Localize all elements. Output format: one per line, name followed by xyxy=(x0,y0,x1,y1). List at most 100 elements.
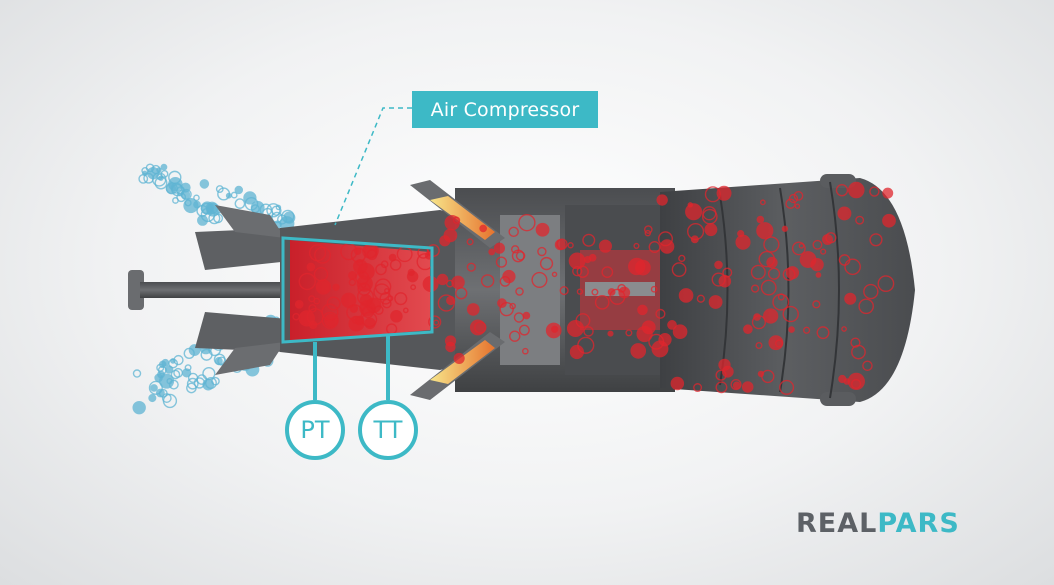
particle xyxy=(535,222,550,237)
particle xyxy=(469,319,486,336)
particle xyxy=(702,206,717,221)
particle xyxy=(292,312,300,321)
particle xyxy=(407,268,415,277)
particle xyxy=(298,272,316,291)
particle xyxy=(193,194,200,202)
particle xyxy=(326,296,341,311)
particle xyxy=(774,339,784,348)
particle xyxy=(750,264,766,280)
particle xyxy=(480,274,495,288)
particle xyxy=(313,297,321,305)
particle xyxy=(362,305,375,318)
particle xyxy=(757,370,765,378)
turbine-housing xyxy=(455,188,675,392)
particle xyxy=(160,163,168,171)
particle xyxy=(184,199,192,207)
particle xyxy=(488,248,496,256)
particle xyxy=(445,341,456,353)
particle xyxy=(443,228,458,243)
particle xyxy=(515,251,526,261)
particle xyxy=(644,229,652,237)
particle xyxy=(132,400,146,415)
particle xyxy=(851,378,862,390)
particle xyxy=(410,284,417,291)
particle xyxy=(354,315,365,326)
particle xyxy=(567,242,574,249)
particle xyxy=(737,230,745,238)
particle xyxy=(594,294,610,310)
particle xyxy=(275,204,282,211)
callout-leader-line xyxy=(334,107,412,226)
particle xyxy=(366,249,378,261)
particle xyxy=(820,248,827,255)
particle xyxy=(670,376,685,391)
particle xyxy=(402,307,409,314)
particle xyxy=(164,365,174,374)
particle xyxy=(158,388,168,398)
particle xyxy=(714,260,723,270)
particle xyxy=(499,275,511,287)
particle xyxy=(332,283,340,291)
particle xyxy=(388,253,397,262)
particle xyxy=(356,275,373,292)
particle xyxy=(656,194,668,206)
particle xyxy=(750,284,760,293)
particle xyxy=(243,191,257,205)
particle xyxy=(380,260,389,269)
pt-sensor-label: PT xyxy=(300,416,330,444)
particle xyxy=(777,293,785,301)
particle xyxy=(315,279,332,295)
particle xyxy=(882,187,894,199)
particle xyxy=(869,186,880,197)
particle xyxy=(732,381,741,390)
particle xyxy=(755,341,763,349)
particle xyxy=(816,326,830,340)
particle xyxy=(515,287,524,296)
particle xyxy=(452,216,461,224)
particle xyxy=(522,347,529,355)
particle xyxy=(743,324,753,335)
particle xyxy=(628,257,646,276)
particle xyxy=(510,245,520,254)
particle xyxy=(858,298,874,315)
particle xyxy=(321,303,339,321)
particle xyxy=(715,369,727,381)
particle xyxy=(321,311,339,329)
particle xyxy=(308,304,317,313)
particle xyxy=(453,352,465,364)
particle xyxy=(641,320,656,335)
particle xyxy=(572,265,583,277)
particle xyxy=(531,271,548,288)
particle xyxy=(637,304,648,316)
particle xyxy=(756,215,765,224)
particle xyxy=(793,190,804,201)
particle xyxy=(170,369,181,380)
particle xyxy=(799,251,817,268)
particle xyxy=(173,354,184,366)
particle xyxy=(869,233,883,247)
particle xyxy=(569,344,584,360)
particle xyxy=(607,330,614,337)
particle xyxy=(759,199,766,206)
particle xyxy=(577,336,595,354)
particle xyxy=(314,246,331,264)
particle xyxy=(704,223,718,237)
particle xyxy=(630,343,647,359)
particle xyxy=(466,262,476,272)
particle xyxy=(837,206,852,221)
particle xyxy=(466,303,480,316)
particle xyxy=(791,241,806,256)
particle xyxy=(215,185,224,193)
particle xyxy=(148,394,157,403)
particle xyxy=(672,324,688,340)
particle xyxy=(716,185,732,201)
particle xyxy=(213,353,226,366)
particle xyxy=(374,278,392,295)
particle xyxy=(766,256,778,269)
particle xyxy=(591,288,599,296)
particle xyxy=(168,170,182,185)
particle xyxy=(696,294,705,303)
particle xyxy=(539,256,554,271)
particle xyxy=(718,358,731,371)
particle xyxy=(150,384,158,392)
